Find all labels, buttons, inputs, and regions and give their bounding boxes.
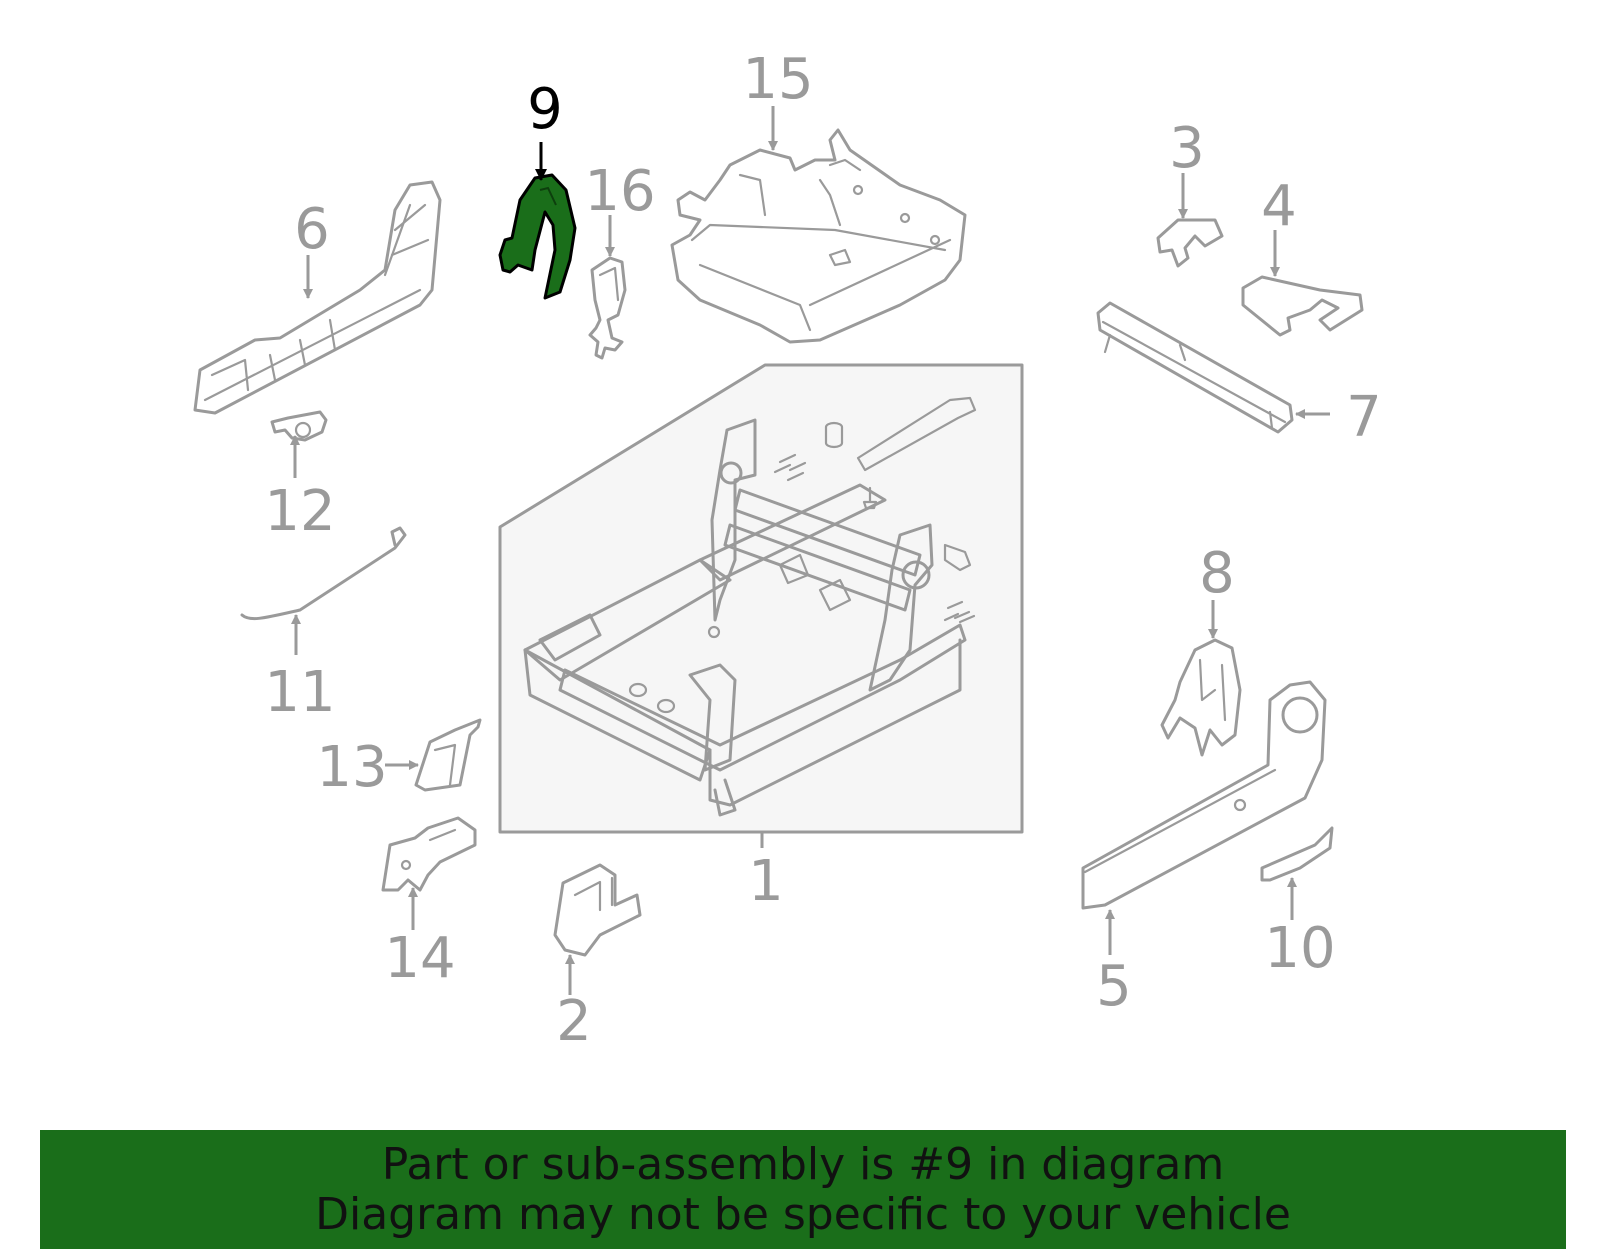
callout-2[interactable]: 2 <box>556 989 592 1054</box>
part-15-seat-cushion-pan <box>670 106 967 344</box>
callout-4[interactable]: 4 <box>1261 174 1297 239</box>
banner-background <box>40 1130 1566 1249</box>
banner-line-2: Diagram may not be specific to your vehi… <box>315 1189 1291 1240</box>
callout-13[interactable]: 13 <box>316 735 387 800</box>
part-10-trim-piece <box>1260 826 1334 920</box>
part-16-latch <box>588 215 627 360</box>
callout-11[interactable]: 11 <box>264 660 335 725</box>
callout-12[interactable]: 12 <box>264 479 335 544</box>
callout-16[interactable]: 16 <box>584 159 655 224</box>
part-14-bracket <box>381 816 477 930</box>
part-4-cover <box>1241 230 1364 337</box>
banner-line-1: Part or sub-assembly is #9 in diagram <box>381 1139 1225 1190</box>
callout-14[interactable]: 14 <box>384 926 455 991</box>
callout-8[interactable]: 8 <box>1199 541 1235 606</box>
info-banner: Part or sub-assembly is #9 in diagram Di… <box>40 1134 1566 1246</box>
part-9-highlighted-bracket[interactable] <box>498 142 577 300</box>
part-7-rail <box>1096 301 1330 434</box>
callout-3[interactable]: 3 <box>1169 116 1205 181</box>
callout-9[interactable]: 9 <box>527 77 563 142</box>
callout-10[interactable]: 10 <box>1264 916 1335 981</box>
callout-7[interactable]: 7 <box>1346 385 1382 450</box>
part-1-seat-frame-assembly <box>498 363 1024 848</box>
part-2-bracket <box>553 863 642 995</box>
callout-5[interactable]: 5 <box>1096 954 1132 1019</box>
callout-15[interactable]: 15 <box>742 47 813 112</box>
part-13-bracket <box>385 718 482 792</box>
part-3-clip <box>1156 173 1224 268</box>
part-11-rod <box>240 526 407 655</box>
part-12-clip <box>270 410 328 478</box>
part-5-side-shield <box>1081 680 1327 955</box>
part-6-side-shield <box>193 180 442 415</box>
part-8-hinge-cover <box>1160 600 1242 757</box>
callout-6[interactable]: 6 <box>294 197 330 262</box>
callout-1[interactable]: 1 <box>748 849 784 914</box>
